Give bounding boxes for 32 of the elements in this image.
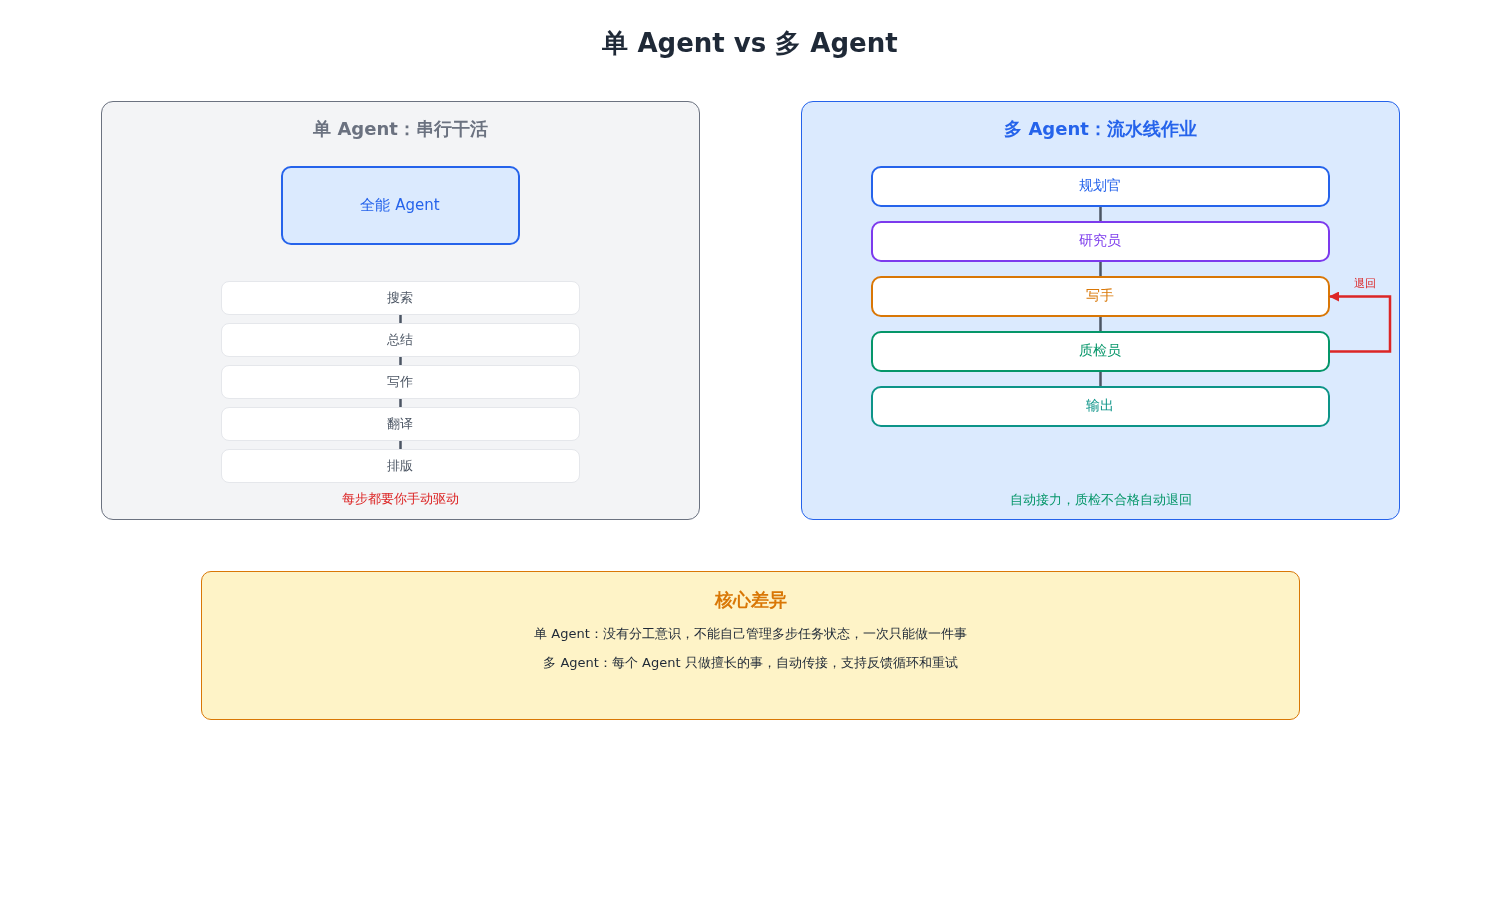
panel-heading: 单 Agent：串行干活	[313, 117, 488, 140]
body-text: 多 Agent：每个 Agent 只做擅长的事，自动传接，支持反馈循环和重试	[543, 654, 958, 671]
agent-box: 写手	[870, 275, 1330, 317]
step-box: 翻译	[220, 406, 580, 441]
agent-box: 质检员	[870, 330, 1330, 372]
edge-label: 退回	[1352, 277, 1378, 291]
note-text: 每步都要你手动驱动	[342, 490, 459, 507]
step-box: 总结	[220, 322, 580, 357]
connector-line	[399, 315, 402, 323]
note-text: 自动接力，质检不合格自动退回	[1009, 491, 1192, 508]
connector-line	[399, 441, 402, 449]
step-box: 搜索	[220, 280, 580, 315]
connector-line	[1099, 372, 1102, 386]
connector-line	[1099, 262, 1102, 276]
step-box: 写作	[220, 364, 580, 399]
step-box: 排版	[220, 448, 580, 483]
connector-line	[399, 399, 402, 407]
connector-line	[1099, 317, 1102, 331]
arrow	[1329, 291, 1392, 353]
agent-box: 研究员	[870, 220, 1330, 262]
agent-box: 规划官	[870, 165, 1330, 207]
summary-panel	[201, 571, 1300, 720]
title: 单 Agent vs 多 Agent	[602, 28, 898, 60]
connector-line	[399, 357, 402, 365]
agent-box: 输出	[870, 385, 1330, 427]
body-text: 单 Agent：没有分工意识，不能自己管理多步任务状态，一次只能做一件事	[534, 625, 967, 642]
connector-line	[1099, 207, 1102, 221]
panel	[101, 101, 700, 520]
panel-heading: 多 Agent：流水线作业	[1004, 117, 1197, 140]
panel	[801, 101, 1400, 520]
agent-box: 全能 Agent	[280, 165, 520, 245]
panel-heading: 核心差异	[714, 588, 787, 611]
